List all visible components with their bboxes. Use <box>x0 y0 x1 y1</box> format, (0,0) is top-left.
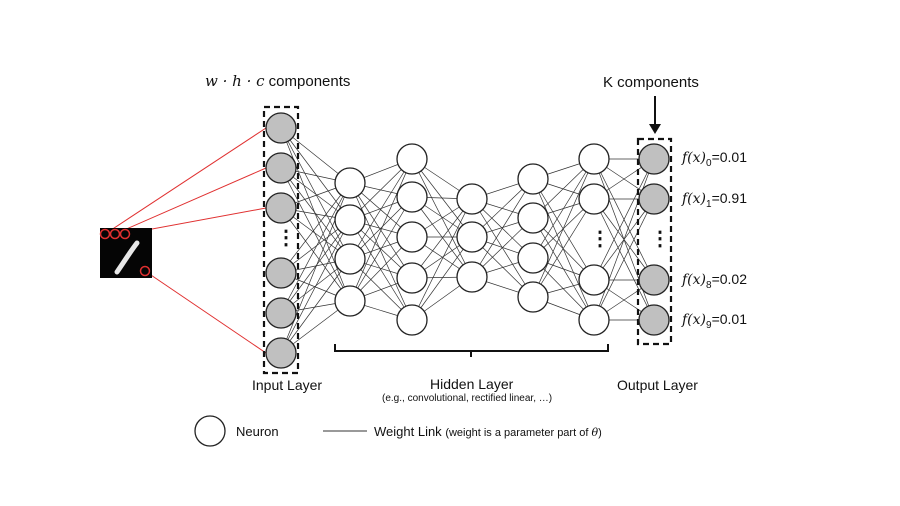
weight-link <box>532 198 595 298</box>
hidden-neuron <box>578 264 610 296</box>
weight-link <box>411 198 473 279</box>
k-components-arrow <box>649 96 661 134</box>
weight-link <box>280 258 351 354</box>
image-link <box>104 127 267 235</box>
legend-graphics <box>194 415 367 447</box>
weight-link <box>349 196 413 302</box>
weight-link <box>532 178 595 281</box>
legend-weight-link: Weight Link (weight is a parameter part … <box>374 424 602 439</box>
legend-neuron-label: Neuron <box>236 424 279 439</box>
input-layer-label: Input Layer <box>252 377 323 393</box>
input-neuron <box>265 297 297 329</box>
hidden-neuron <box>334 167 366 199</box>
weight-link <box>280 207 351 302</box>
weight-link <box>532 178 595 321</box>
hidden-neuron <box>396 221 428 253</box>
output-neuron <box>638 183 670 215</box>
output-neuron <box>638 264 670 296</box>
weight-link <box>471 178 534 278</box>
hidden-neuron <box>396 304 428 336</box>
hidden-neuron <box>456 183 488 215</box>
hidden-layer-label: Hidden Layer <box>430 376 514 392</box>
input-neuron <box>265 152 297 184</box>
pixel-marker <box>119 228 131 240</box>
input-ellipsis: ⋮ <box>276 227 296 249</box>
output-neuron <box>638 304 670 336</box>
layer-boxes <box>262 105 673 375</box>
hidden-neuron <box>517 163 549 195</box>
weight-link <box>349 158 413 302</box>
weight-link <box>280 167 351 302</box>
hidden-neuron <box>578 304 610 336</box>
weight-link <box>532 158 595 298</box>
image-link <box>144 270 267 354</box>
pixel-marker <box>139 265 151 277</box>
image-pixel-links <box>104 127 267 354</box>
digit-stroke <box>114 240 140 275</box>
input-neuron <box>265 192 297 224</box>
hidden-layer-brace <box>334 344 609 357</box>
hidden-neuron <box>456 221 488 253</box>
neurons <box>265 112 670 369</box>
legend-weight-link-label: Weight Link <box>374 424 442 439</box>
weight-link <box>471 198 534 298</box>
hidden-neuron <box>517 242 549 274</box>
weight-link <box>593 158 655 281</box>
hidden-neuron <box>517 202 549 234</box>
weight-link <box>280 127 351 302</box>
hidden-neuron <box>578 183 610 215</box>
output-ellipsis: ⋮ <box>650 228 670 250</box>
weight-link <box>280 167 351 260</box>
hidden-neuron <box>396 262 428 294</box>
output-layer-box <box>636 137 673 346</box>
input-neuron <box>265 257 297 289</box>
whc-expression: w · h · c <box>205 72 265 90</box>
weight-link <box>593 158 655 321</box>
output-neuron <box>638 143 670 175</box>
hidden-ellipsis: ⋮ <box>590 228 610 250</box>
hidden-neuron <box>578 143 610 175</box>
legend-weight-note: (weight is a parameter part of θ) <box>445 426 602 439</box>
output-value-9: f(x)9=0.01 <box>682 311 748 331</box>
weight-link <box>280 182 351 274</box>
weight-link <box>532 158 595 259</box>
output-value-1: f(x)1=0.91 <box>682 190 748 210</box>
weight-link <box>411 198 473 321</box>
weight-link <box>280 219 351 354</box>
digit-background <box>100 228 152 278</box>
weight-link <box>280 219 351 314</box>
hidden-neuron <box>456 261 488 293</box>
hidden-neuron <box>334 243 366 275</box>
hidden-neuron <box>396 143 428 175</box>
output-value-8: f(x)8=0.02 <box>682 271 748 291</box>
weight-link <box>411 236 473 321</box>
brace-path <box>334 344 609 357</box>
hidden-neuron <box>396 181 428 213</box>
weight-link <box>349 182 413 321</box>
hidden-layer-note: (e.g., convolutional, rectified linear, … <box>382 393 553 404</box>
output-value-0: f(x)0=0.01 <box>682 149 748 169</box>
components-word: components <box>264 73 351 90</box>
digit-image <box>99 228 152 278</box>
pixel-marker <box>99 228 111 240</box>
arrow-head <box>649 124 661 134</box>
hidden-neuron <box>517 281 549 313</box>
image-link <box>114 167 267 235</box>
weight-link <box>349 219 413 321</box>
hidden-neuron <box>334 285 366 317</box>
pixel-marker <box>109 228 121 240</box>
weight-link <box>593 198 655 321</box>
weight-link <box>349 158 413 260</box>
hidden-neuron <box>334 204 366 236</box>
input-components-label: w · h · c components <box>205 72 350 90</box>
output-components-label: K components <box>603 74 699 91</box>
input-neuron <box>265 337 297 369</box>
input-neuron <box>265 112 297 144</box>
output-layer-label: Output Layer <box>617 377 698 393</box>
weight-link <box>280 182 351 314</box>
weight-link <box>280 127 351 260</box>
legend-neuron-icon <box>194 415 226 447</box>
